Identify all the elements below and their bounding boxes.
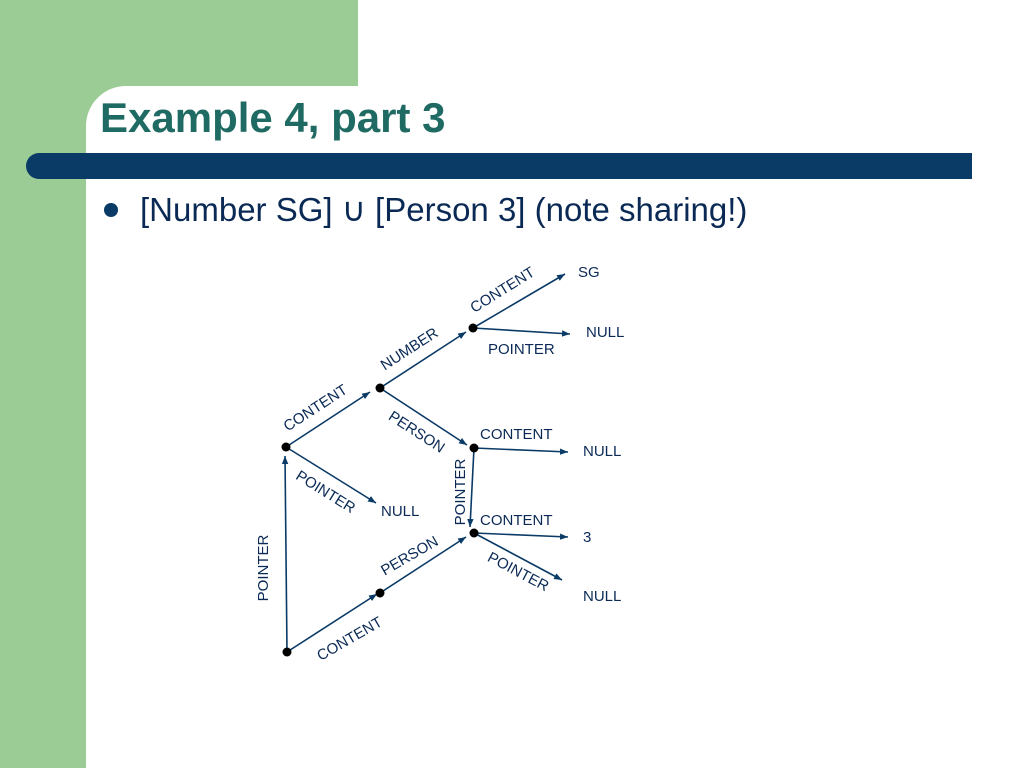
label-content-top: CONTENT: [467, 264, 537, 317]
label-content-low: CONTENT: [480, 512, 553, 529]
label-sg: SG: [578, 264, 600, 281]
node-mid: [469, 443, 479, 453]
edge-left-pointer: [285, 446, 377, 504]
edge-top-pointer: [472, 327, 571, 337]
edge-root-pointer: [281, 455, 289, 653]
edge-person-lower: [379, 536, 467, 594]
edge-low-content: [473, 532, 569, 540]
label-person-upper: PERSON: [385, 408, 447, 457]
node-agr: [375, 383, 385, 393]
edge-left-content: [285, 391, 371, 448]
bullet-item: [Number SG] ∪ [Person 3] (note sharing!): [104, 190, 747, 229]
label-content-mid: CONTENT: [480, 426, 553, 443]
label-pointer-left: POINTER: [293, 467, 359, 517]
label-three: 3: [583, 529, 591, 546]
edge-person-upper: [379, 387, 468, 446]
label-pointer-top: POINTER: [488, 341, 555, 358]
bullet-dot-icon: [104, 202, 118, 217]
label-number: NUMBER: [378, 324, 442, 374]
label-null-top: NULL: [586, 324, 624, 341]
slide-title: Example 4, part 3: [100, 94, 446, 141]
label-pointer-root: POINTER: [255, 535, 272, 602]
content-corner: [86, 86, 386, 206]
edge-mid-content: [473, 447, 569, 455]
node-left: [281, 442, 291, 452]
label-null-left: NULL: [381, 503, 419, 520]
edge-top-content: [472, 273, 566, 329]
label-pointer-mid: POINTER: [452, 459, 469, 526]
node-top: [468, 323, 478, 333]
edge-low-pointer: [473, 532, 563, 581]
label-null-low: NULL: [583, 588, 621, 605]
label-null-mid: NULL: [583, 443, 621, 460]
node-bottom-person: [375, 588, 385, 598]
edge-number: [379, 331, 467, 389]
edge-mid-pointer: [467, 447, 475, 528]
edge-root-content: [286, 593, 378, 653]
green-top-band: [0, 0, 358, 86]
label-content-bottom: CONTENT: [314, 614, 385, 665]
green-sidebar: [0, 0, 86, 768]
node-low: [469, 528, 479, 538]
label-person-lower: PERSON: [378, 533, 441, 579]
node-root: [282, 647, 292, 657]
title-underline-bar: [26, 153, 972, 179]
bullet-text: [Number SG] ∪ [Person 3] (note sharing!): [140, 191, 748, 228]
